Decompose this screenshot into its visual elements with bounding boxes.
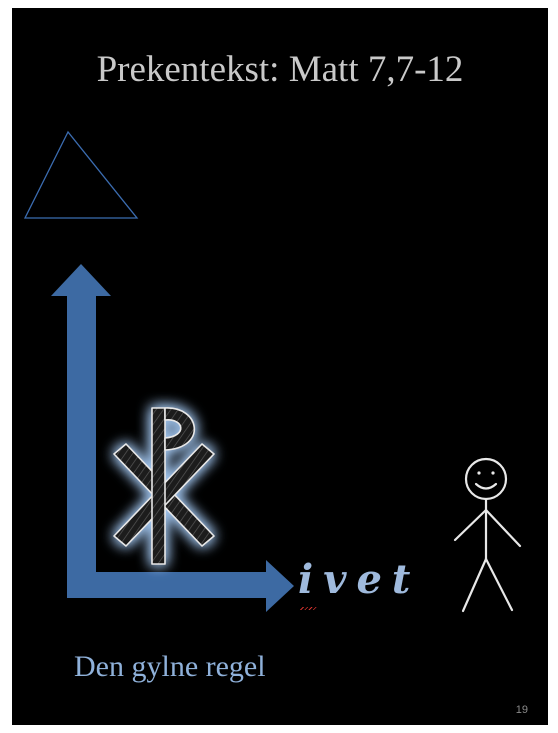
slide: Prekentekst: Matt 7,7-12 <box>12 8 548 725</box>
l-arrow-icon <box>51 264 294 612</box>
chi-rho-icon <box>113 407 215 565</box>
triangle-icon <box>23 130 139 219</box>
slide-graphics <box>23 130 522 613</box>
slide-caption: Den gylne regel <box>74 650 266 683</box>
livet-word: ivet <box>298 556 421 603</box>
stick-figure-icon <box>453 457 522 613</box>
slide-title: Prekentekst: Matt 7,7-12 <box>96 49 464 90</box>
spellcheck-underline <box>300 607 317 610</box>
slide-number: 19 <box>515 704 528 716</box>
